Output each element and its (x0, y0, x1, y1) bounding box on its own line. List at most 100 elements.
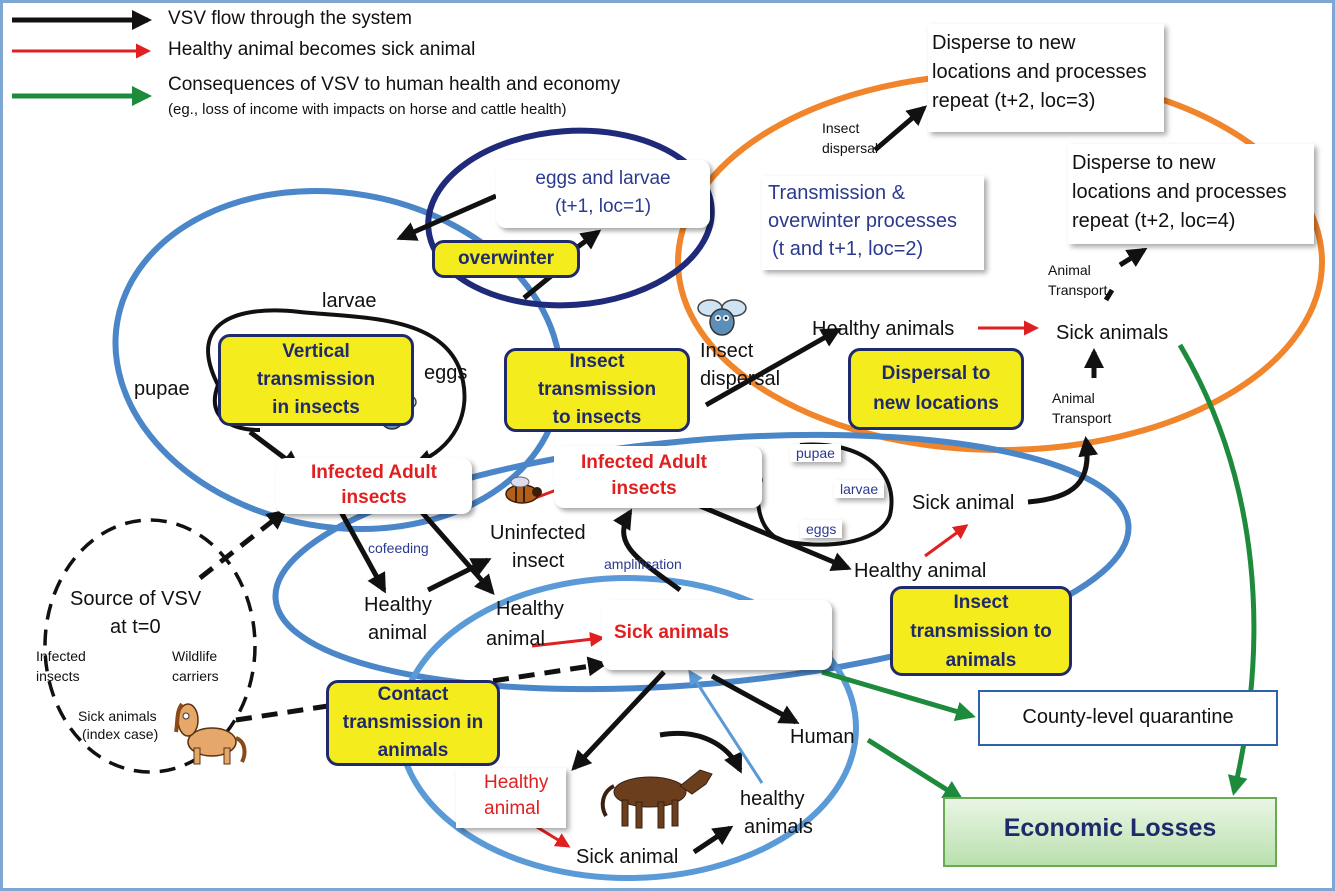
healthy-animals-top-label: Healthy animals (812, 318, 955, 340)
wildlife-line2: carriers (172, 668, 219, 684)
quarantine-box: County-level quarantine (978, 690, 1278, 746)
disperse-loc4-line1: Disperse to new (1072, 152, 1216, 174)
arrow-infected-to-healthy (418, 508, 495, 596)
infected-adult-mid-box: Infected Adult insects (554, 446, 762, 508)
legend-black-label: VSV flow through the system (168, 8, 412, 29)
eggs-larvae-line1: eggs and larvae (535, 168, 671, 189)
eggs-tag: eggs (800, 520, 843, 539)
disperse-loc3-box: Disperse to new locations and processes … (928, 24, 1164, 132)
sick-index-line2: (index case) (82, 726, 159, 742)
red-healthy-to-sick-center (531, 631, 605, 648)
animal-transport-bottom-line2: Transport (1052, 410, 1112, 426)
arrow-eggs-to-ellipse (396, 193, 498, 241)
contact-transmission-box: Contact transmission in animals (326, 680, 500, 766)
arrow-amplification (613, 508, 682, 593)
infected-mid-line2: insects (611, 478, 677, 499)
healthy-animals-bottom-line2: animals (744, 816, 813, 838)
arrow-healthy-to-uninfected (426, 557, 492, 593)
arrow-sick-to-human (710, 673, 800, 725)
larvae-tag: larvae (834, 480, 885, 499)
insect-animal-line3: animals (945, 649, 1017, 671)
pupae-label: pupae (134, 378, 190, 400)
arrow-cofeeding-healthy (337, 508, 387, 594)
insect-animal-line1: Insect (953, 591, 1009, 613)
vertical-line3: in insects (272, 397, 360, 418)
insect-insect-line3: to insects (552, 407, 642, 428)
fly-icon-top (697, 299, 747, 336)
healthy-animals-bottom-line1: healthy (740, 788, 805, 810)
dashed-source-to-infected (198, 509, 288, 580)
insect-insect-line2: transmission (537, 379, 657, 400)
contact-line2: transmission in (342, 712, 484, 733)
uninfected-line1: Uninfected (490, 522, 586, 544)
infected-adult-left-box: Infected Adult insects (276, 458, 472, 514)
vertical-transmission-box: Vertical transmission in insects (218, 334, 414, 426)
healthy-red-line1: Healthy (484, 772, 549, 793)
dispersal-new-line1: Dispersal to (881, 363, 991, 384)
insect-dispersal-line1: Insect (700, 340, 754, 362)
overwinter-box: overwinter (432, 240, 580, 278)
arrow-to-healthy-animals-top (704, 327, 842, 408)
contact-line1: Contact (377, 684, 449, 705)
overwinter-proc-line1: Transmission & (768, 182, 906, 204)
arrow-sick-to-healthy-bottom (692, 825, 734, 855)
cofeeding-label: cofeeding (368, 540, 429, 556)
pupae-tag: pupae (790, 444, 841, 463)
arrow-insect-dispersal (873, 105, 928, 152)
blue-healthy-to-sick (688, 669, 764, 784)
overwinter-proc-line3: (t and t+1, loc=2) (772, 238, 924, 260)
overwinter-proc-line2: overwinter processes (768, 210, 957, 232)
larvae-label: larvae (322, 290, 377, 312)
healthy-red-line2: animal (484, 798, 540, 819)
insect-dispersal-line2: dispersal (700, 368, 781, 390)
healthy-animal-b-line1: Healthy (496, 598, 564, 620)
arrow-to-healthy-animals-bottom (659, 730, 743, 774)
animal-transport-top-line1: Animal (1048, 262, 1091, 278)
horse-silhouette-icon (600, 769, 713, 829)
source-ellipse (43, 518, 257, 774)
healthy-animal-red-box: Healthy animal (456, 768, 566, 828)
infected-left-line1: Infected Adult (311, 462, 437, 483)
eggs-larvae-box: eggs and larvae (t+1, loc=1) (496, 160, 710, 228)
insect-insect-line1: Insect (569, 351, 625, 372)
wildlife-line1: Wildlife (172, 648, 218, 664)
dispersal-new-locations-box: Dispersal to new locations (848, 348, 1024, 430)
red-healthy-to-sick-right (924, 524, 969, 558)
insect-transmission-ellipse (272, 431, 1132, 693)
disperse-loc4-line3: repeat (t+2, loc=4) (1072, 210, 1236, 232)
source-line1: Source of VSV (70, 588, 202, 610)
legend-red-label: Healthy animal becomes sick animal (168, 39, 476, 60)
sick-animal-bottom-label: Sick animal (576, 846, 679, 868)
animal-transport-top-line2: Transport (1048, 282, 1108, 298)
source-line2: at t=0 (110, 616, 161, 638)
arrow-dash-transport (1103, 288, 1115, 302)
insect-dispersal-small-line1: Insect (822, 120, 860, 136)
right-lifecycle-loop (756, 442, 894, 547)
legend-arrows (12, 10, 152, 106)
legend-green-label: Consequences of VSV to human health and … (168, 74, 621, 95)
quarantine-label: County-level quarantine (1022, 706, 1234, 728)
cartoon-horse-icon-index (174, 702, 247, 765)
insect-dispersal-small-line2: dispersal (822, 140, 879, 156)
disperse-loc4-box: Disperse to new locations and processes … (1068, 144, 1314, 244)
vertical-line1: Vertical (282, 341, 350, 362)
insect-to-insect-box: Insect transmission to insects (504, 348, 690, 432)
arrow-animal-transport-top (1118, 247, 1148, 268)
infected-insects-line1: Infected (36, 648, 86, 664)
green-to-quarantine (821, 669, 976, 722)
infected-insects-line2: insects (36, 668, 80, 684)
sick-index-line1: Sick animals (78, 708, 157, 724)
healthy-animal-a-line1: Healthy (364, 594, 432, 616)
amplification-label: amplification (604, 556, 682, 572)
infected-mid-line1: Infected Adult (581, 452, 707, 473)
uninfected-line2: insect (512, 550, 565, 572)
eggs-label: eggs (424, 362, 468, 384)
animal-transport-bottom-line1: Animal (1052, 390, 1095, 406)
disperse-loc4-line2: locations and processes (1072, 181, 1287, 203)
disperse-loc3-line3: repeat (t+2, loc=3) (932, 90, 1096, 112)
green-human-to-economic (866, 737, 964, 801)
contact-line3: animals (377, 740, 449, 761)
economic-losses-label: Economic Losses (1003, 814, 1217, 842)
insect-animal-line2: transmission to (910, 620, 1052, 642)
